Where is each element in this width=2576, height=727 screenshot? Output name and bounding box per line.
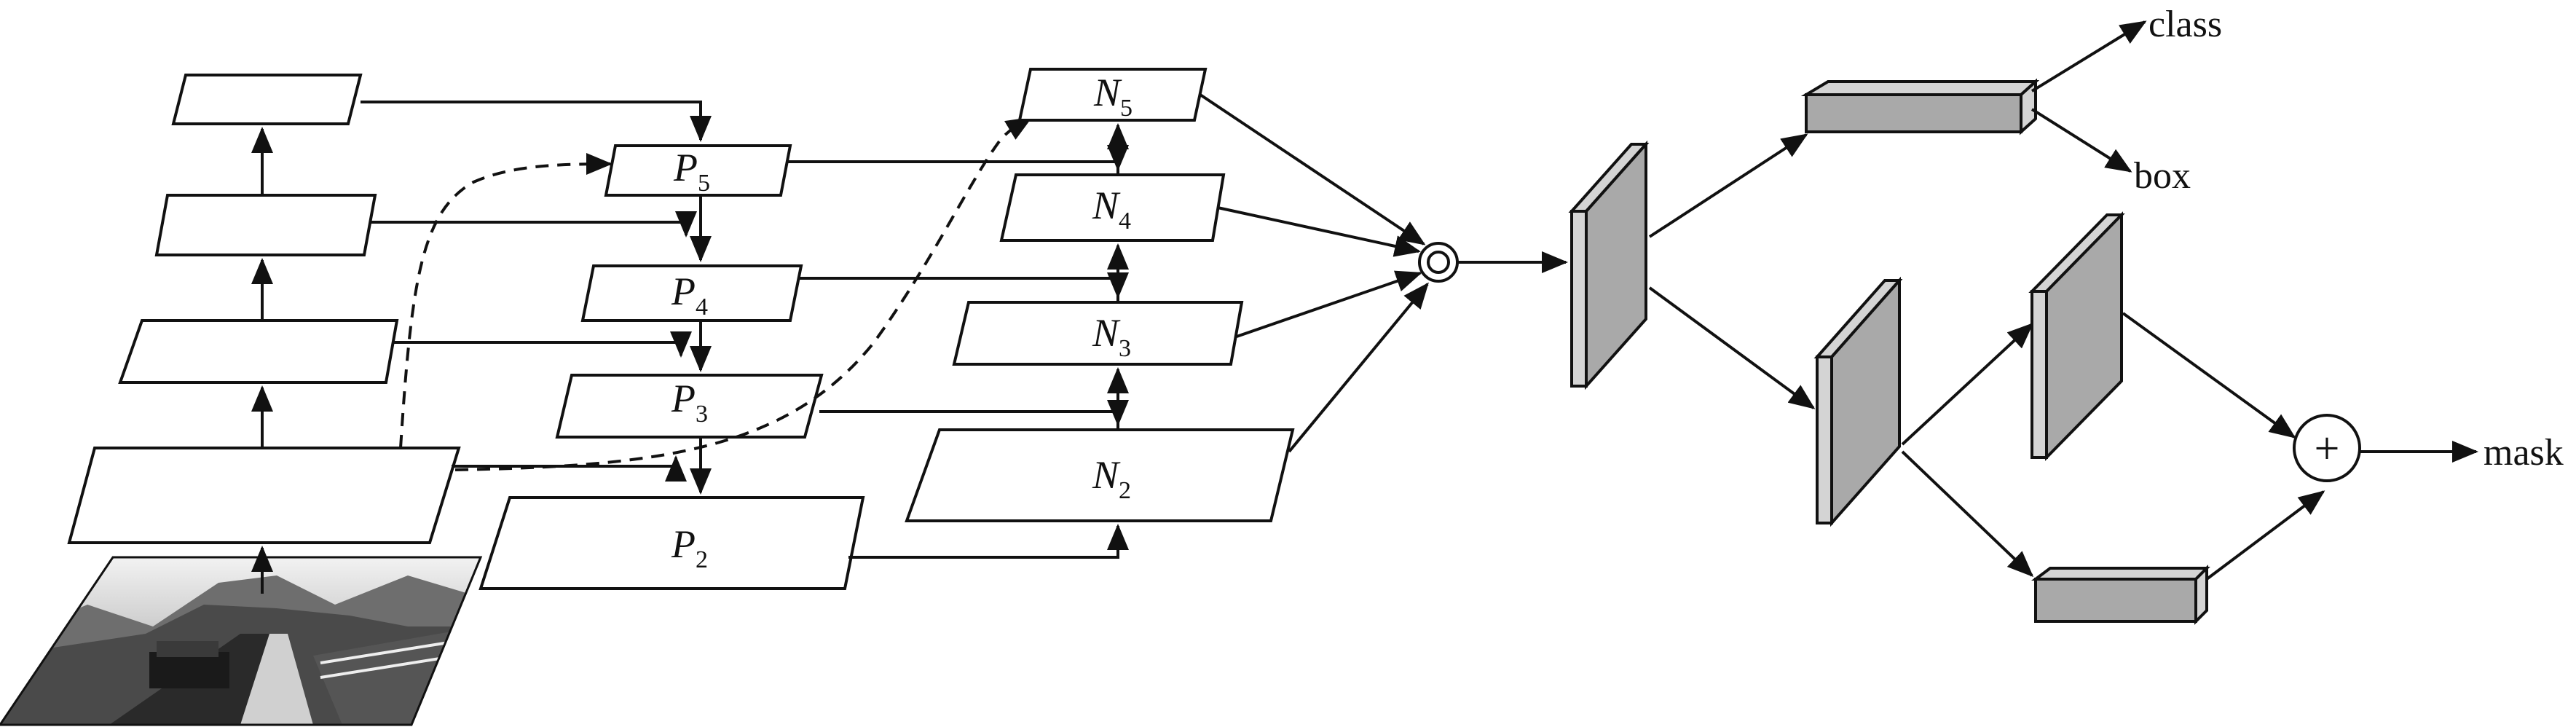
- box-output-label: box: [2134, 155, 2191, 197]
- arrow-fc-class: [2031, 20, 2147, 93]
- arrow-lower-add: [2205, 490, 2325, 581]
- mask-conv-block-2: [2028, 211, 2125, 461]
- class-output-label: class: [2148, 4, 2222, 45]
- lateral-p2-n2: [848, 524, 1129, 559]
- dashed-c2-to-n5: [454, 117, 1033, 471]
- arrow-fc-box: [2031, 108, 2132, 173]
- arrow-n5-fusion: [1199, 93, 1426, 245]
- lateral-p5-n4: [787, 145, 1129, 171]
- n2-label: N2: [1092, 453, 1131, 504]
- backbone-box-c5: [171, 74, 363, 125]
- backbone-box-c3: [118, 319, 399, 384]
- n4-label: N4: [1092, 184, 1131, 235]
- lateral-c2-p2: [452, 455, 687, 482]
- arrow-n3-fusion: [1236, 270, 1422, 338]
- p5-box: [604, 144, 792, 197]
- dashed-c2-to-p5: [399, 153, 613, 449]
- p5-label: P5: [673, 146, 710, 197]
- mask-output-label: mask: [2484, 432, 2564, 473]
- lateral-c4-p4: [370, 211, 697, 237]
- backbone: [67, 74, 461, 594]
- fc-block: [1800, 78, 2040, 135]
- add-circle-icon: [2293, 414, 2361, 482]
- mask-conv-block-1: [1813, 276, 1903, 527]
- fusion-inner-circle-icon: [1427, 251, 1450, 274]
- n3-box: [952, 301, 1244, 366]
- arrow-n2-fusion: [1288, 282, 1429, 453]
- backbone-box-c4: [154, 194, 377, 256]
- n2-box: [905, 428, 1295, 522]
- lateral-c3-p3: [393, 331, 692, 358]
- p4-box: [580, 264, 803, 322]
- n4-box: [999, 173, 1226, 242]
- fusion: [1199, 93, 1568, 453]
- heads: class box + mask: [1568, 4, 2564, 625]
- p2-label: P2: [671, 522, 708, 573]
- arrow-n4-fusion: [1217, 206, 1421, 257]
- arrow-upper-add: [2122, 312, 2296, 439]
- fpn-topdown: P5 P4 P3 P2: [361, 101, 865, 590]
- add-symbol: +: [2315, 424, 2340, 473]
- mask-fc-block: [2031, 565, 2210, 625]
- p2-box: [478, 496, 865, 590]
- lateral-c5-p5: [361, 101, 712, 142]
- n5-box: [1017, 68, 1208, 122]
- backbone-box-c2: [67, 447, 461, 544]
- n3-label: N3: [1092, 311, 1131, 362]
- arrow-roi-fc: [1648, 133, 1808, 238]
- dashed-shortcuts: [399, 117, 1033, 471]
- pan-bottomup: N5 N4 N3 N2: [787, 68, 1295, 559]
- lateral-p4-n3: [800, 272, 1129, 299]
- arrow-mask1-upper: [1901, 322, 2034, 446]
- n5-label: N5: [1093, 71, 1133, 122]
- arrow-mask1-lower: [1901, 450, 2034, 578]
- p3-label: P3: [671, 377, 708, 428]
- arrow-roi-mask-branch: [1648, 286, 1816, 409]
- lateral-p3-n2: [819, 400, 1129, 426]
- p3-box: [555, 374, 824, 439]
- p4-label: P4: [671, 270, 708, 321]
- roi-block: [1568, 140, 1650, 390]
- input-image: [0, 556, 483, 726]
